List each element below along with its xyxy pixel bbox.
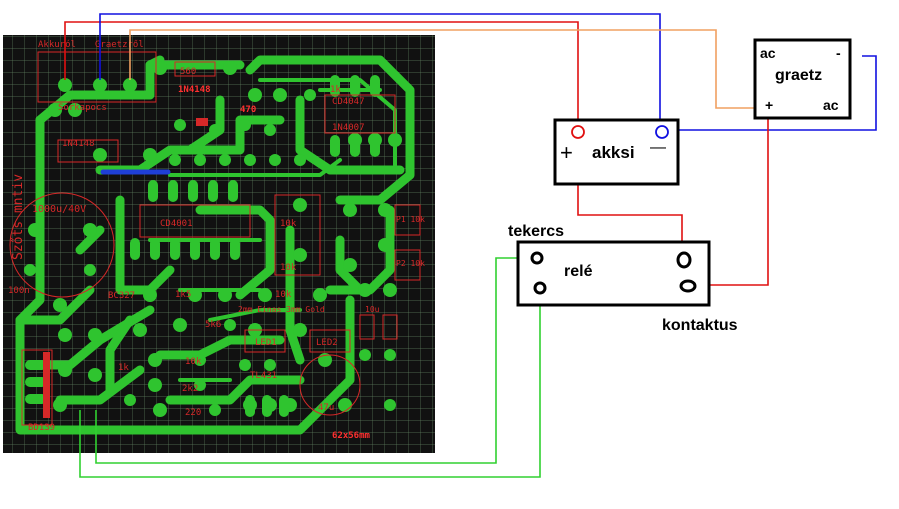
wire-green-coil-2 xyxy=(79,288,541,478)
pcb-silkscreen xyxy=(9,51,421,426)
rele-coil-terminal-1 xyxy=(530,251,544,265)
pcb-label-bc: BC327 xyxy=(108,291,135,301)
pcb-board: Akkuról Graetzről Sorkapocs 1N4148 1N414… xyxy=(3,35,435,453)
pcb-label-cap4: 10u xyxy=(365,305,380,314)
pcb-label-side: Szőts mntiv xyxy=(11,174,26,260)
rele-title: relé xyxy=(564,263,593,280)
pcb-label-ic2: CD4047 xyxy=(332,97,365,107)
silk-mark xyxy=(196,118,208,126)
pcb-label-r3: 1k xyxy=(330,85,341,95)
pcb-label-relay: 2mm Einas 3mm Gold xyxy=(238,305,325,314)
wire-green-coil-1 xyxy=(95,257,537,464)
pcb-label-r1: 560 xyxy=(180,67,196,77)
pcb-label-r7: 5k6 xyxy=(205,320,221,330)
graetz-block: ac graetz ac - + xyxy=(753,38,852,120)
pcb-label-r12: 220 xyxy=(185,408,201,418)
pcb-label-r11: 1k xyxy=(118,363,129,373)
graetz-box xyxy=(753,38,852,120)
rele-block: tekercs relé kontaktus xyxy=(508,223,738,334)
pcb-label-graetzrol: Graetzről xyxy=(95,40,144,50)
wire-blue-akku-minus xyxy=(99,13,661,132)
akksi-minus-terminal xyxy=(655,125,669,139)
tl431-pads xyxy=(245,395,289,417)
rele-coil-terminal-2 xyxy=(533,281,547,295)
pcb-label-d2: 1N4148 xyxy=(178,85,211,95)
rele-box xyxy=(516,240,711,307)
bd139-pads xyxy=(25,360,47,404)
wire-blue-graetz-minus xyxy=(668,55,877,131)
rele-contact-terminal-1 xyxy=(676,251,692,269)
pcb-label-p2: P2 10k xyxy=(396,259,425,268)
pcb-label-sorkapocs: Sorkapocs xyxy=(58,103,107,113)
pcb-label-d1: 1N4148 xyxy=(62,139,95,149)
pcb-label-led1: LED1 xyxy=(255,338,277,348)
rele-kontaktus-label: kontaktus xyxy=(662,317,738,334)
pcb-label-d3: 1N4007 xyxy=(332,123,365,133)
pcb-label-r10: 2k2 xyxy=(182,384,198,394)
pcb-label-r4: 10k xyxy=(280,219,297,229)
ic-cd4047-pads xyxy=(330,75,380,157)
akksi-plus-sign: + xyxy=(560,140,573,165)
graetz-minus: - xyxy=(836,45,841,61)
pcb-label-akkurol: Akkuról xyxy=(38,39,76,50)
pcb-label-cap-big: 1000u/40V xyxy=(32,204,86,215)
pcb-label-p1: P1 10k xyxy=(396,215,425,224)
graetz-ac-left: ac xyxy=(760,45,776,61)
akksi-minus-sign: — xyxy=(650,139,666,156)
ic-cd4001-pads xyxy=(130,180,240,260)
wire-red-akku-plus xyxy=(64,21,579,132)
pcb-pads xyxy=(24,61,402,417)
akksi-title: akksi xyxy=(592,143,635,162)
akksi-block: + — akksi xyxy=(553,118,680,186)
pcb-label-r5: 10k xyxy=(280,263,297,273)
pcb-label-cap3: 47u xyxy=(318,403,334,413)
rele-contact-terminal-2 xyxy=(679,279,697,293)
pcb-label-size: 62x56mm xyxy=(332,431,371,441)
pcb-label-ic3: TL431 xyxy=(250,371,277,381)
graetz-plus: + xyxy=(765,97,773,113)
pcb-text: Akkuról Graetzről Sorkapocs 1N4148 1N414… xyxy=(8,39,425,441)
pcb-label-bd: BD139 xyxy=(28,423,55,433)
pcb-label-ic1: CD4001 xyxy=(160,219,193,229)
pcb-label-r8: 10k xyxy=(185,357,202,367)
pcb-label-r9: 10k xyxy=(275,290,292,300)
pcb-label-led2: LED2 xyxy=(316,338,338,348)
akksi-plus-terminal xyxy=(571,125,585,139)
wires xyxy=(64,13,877,478)
graetz-ac-right: ac xyxy=(823,97,839,113)
pcb-label-cap2: 100n xyxy=(8,286,30,296)
pcb-label-r2: 470 xyxy=(240,105,256,115)
rele-tekercs-label: tekercs xyxy=(508,223,564,240)
pcb-label-r6: 1k5 xyxy=(175,290,191,300)
wire-orange-graetz-plus xyxy=(129,29,770,109)
wire-red-relay-graetz xyxy=(694,112,769,286)
silk-diode-band xyxy=(43,352,50,418)
wire-red-akku-relay xyxy=(577,185,683,258)
graetz-title: graetz xyxy=(775,67,822,84)
